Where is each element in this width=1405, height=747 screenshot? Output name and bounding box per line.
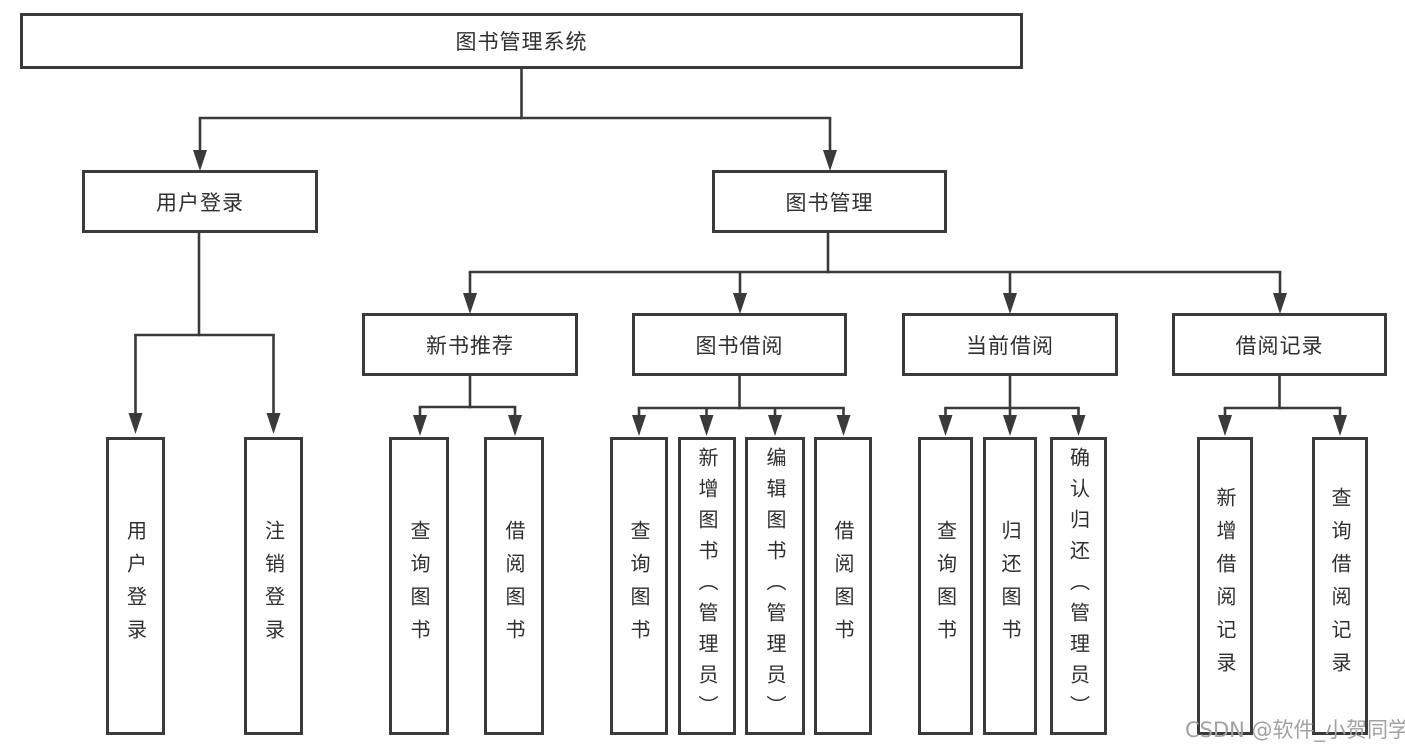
leaf-add-borrow-record-label: 新增借阅记录	[1213, 487, 1237, 685]
node-book-management-label: 图书管理	[785, 190, 874, 215]
node-borrowing-records: 借阅记录	[1172, 313, 1387, 376]
node-book-borrowing-label: 图书借阅	[695, 333, 784, 358]
leaf-logout: 注销登录	[244, 437, 303, 735]
csdn-watermark: CSDN @软件_小贺同学	[1185, 718, 1405, 742]
leaf-return-books: 归还图书	[983, 437, 1037, 735]
node-new-book-recommendation: 新书推荐	[362, 313, 578, 376]
leaf-borrow-books-recommend-label: 借阅图书	[502, 520, 526, 652]
leaf-borrow-books-borrowing-label: 借阅图书	[831, 520, 855, 652]
node-book-borrowing: 图书借阅	[632, 313, 847, 376]
leaf-user-login: 用户登录	[106, 437, 165, 735]
leaf-query-books-recommend: 查询图书	[389, 437, 449, 735]
leaf-return-books-label: 归还图书	[998, 520, 1022, 652]
node-current-borrowing-label: 当前借阅	[966, 333, 1054, 358]
node-current-borrowing: 当前借阅	[902, 313, 1118, 376]
leaf-borrow-books-recommend: 借阅图书	[484, 437, 544, 735]
leaf-user-login-label: 用户登录	[123, 520, 148, 652]
leaf-query-books-current: 查询图书	[918, 437, 973, 735]
leaf-query-books-recommend-label: 查询图书	[407, 520, 431, 652]
leaf-confirm-return-admin: 确认归还（管理员）	[1050, 437, 1107, 735]
leaf-query-borrow-record: 查询借阅记录	[1312, 437, 1368, 735]
node-user-login-label: 用户登录	[156, 190, 244, 215]
node-borrowing-records-label: 借阅记录	[1235, 333, 1324, 358]
leaf-query-books-borrowing: 查询图书	[610, 437, 668, 735]
leaf-add-book-admin: 新增图书（管理员）	[678, 437, 736, 735]
node-new-book-recommendation-label: 新书推荐	[426, 333, 514, 358]
leaf-add-borrow-record: 新增借阅记录	[1197, 437, 1253, 735]
leaf-borrow-books-borrowing: 借阅图书	[814, 437, 872, 735]
leaf-query-books-borrowing-label: 查询图书	[627, 520, 651, 652]
node-book-management: 图书管理	[712, 170, 947, 233]
leaf-confirm-return-admin-label: 确认归还（管理员）	[1066, 446, 1091, 726]
node-library-system: 图书管理系统	[20, 13, 1023, 69]
leaf-query-borrow-record-label: 查询借阅记录	[1328, 487, 1352, 685]
leaf-query-books-current-label: 查询图书	[933, 520, 958, 652]
leaf-logout-label: 注销登录	[261, 520, 286, 652]
leaf-edit-book-admin-label: 编辑图书（管理员）	[763, 446, 787, 726]
node-library-system-label: 图书管理系统	[455, 30, 588, 54]
leaf-add-book-admin-label: 新增图书（管理员）	[695, 446, 719, 726]
leaf-edit-book-admin: 编辑图书（管理员）	[745, 437, 805, 735]
node-user-login: 用户登录	[82, 170, 318, 233]
